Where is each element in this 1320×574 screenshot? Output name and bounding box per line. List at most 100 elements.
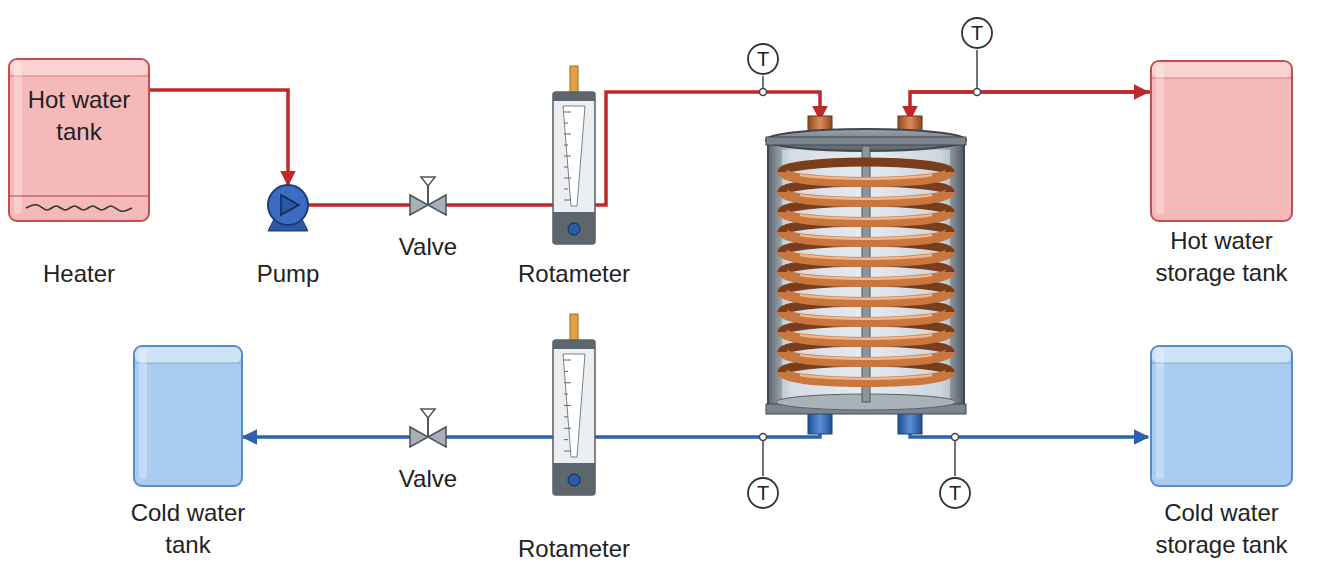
cold-outlet-port: [898, 412, 922, 434]
sensor-circle: [748, 478, 778, 508]
coil-turn-front: [782, 272, 950, 282]
tank-water-surface: [135, 347, 241, 363]
sensor-circle: [962, 18, 992, 48]
junction-dot: [952, 434, 959, 441]
sensor-circle: [748, 44, 778, 74]
coil-highlight: [800, 335, 932, 339]
tank-label: Hot water tank: [8, 84, 150, 149]
coil-turn-back: [782, 162, 950, 172]
coil-highlight: [800, 275, 932, 279]
cold-return-pipe: [595, 430, 820, 437]
cold-pipes: [595, 430, 1148, 437]
scale-tick: [564, 200, 571, 201]
coil-highlight: [800, 235, 932, 239]
coil-highlight: [800, 315, 932, 319]
scale-tick: [564, 134, 571, 135]
tank-shape: [1150, 60, 1293, 222]
tank-water-surface: [1152, 62, 1291, 78]
coil-highlight: [800, 295, 932, 299]
rotameter: Rotameter: [553, 340, 595, 495]
sensor-letter: T: [961, 17, 993, 49]
scale-tick: [564, 189, 568, 190]
heater-plate: [10, 195, 148, 196]
tank-shape: [1150, 345, 1293, 487]
tank-shape: [133, 345, 243, 487]
junction-dot: [760, 89, 767, 96]
valve-handle: [421, 409, 435, 418]
rotameter-tube: [563, 354, 585, 457]
temperature-sensor: T: [961, 17, 993, 49]
scale-tick: [564, 167, 568, 168]
hot-outlet-pipe-port: [910, 92, 1150, 120]
pump-shape: [268, 185, 308, 225]
pipe-connector: [308, 203, 410, 207]
water-line: [135, 363, 241, 364]
tank-water-surface: [10, 60, 148, 76]
coil-highlight: [800, 355, 932, 359]
scale-tick: [564, 428, 571, 429]
rotameter-cap: [553, 340, 595, 349]
tank: Hot water tankHeater: [8, 58, 150, 222]
tank-highlight: [14, 62, 22, 214]
tank-body: [1151, 61, 1292, 221]
rotameter-frame: [553, 340, 595, 495]
scale-tick: [564, 405, 571, 406]
junction-dots: [760, 89, 981, 441]
pipe-connector: [150, 90, 288, 185]
part-label: Rotameter: [499, 258, 649, 290]
tank-body: [1151, 346, 1292, 486]
tank-body: [9, 59, 149, 221]
rotameter-rod: [570, 314, 578, 342]
hot-outlet-pipe: [910, 90, 1148, 94]
valve-body: [410, 195, 446, 215]
valve-body: [410, 427, 446, 447]
junction-dot: [974, 89, 981, 96]
pump-body: [268, 185, 308, 225]
pump: Pump: [268, 185, 308, 225]
scale-tick: [564, 145, 568, 146]
coil-turn-front: [782, 192, 950, 202]
temperature-sensor: T: [939, 477, 971, 509]
scale-tick: [564, 439, 568, 440]
temperature-sensor: T: [747, 43, 779, 75]
valve-shape: [410, 427, 446, 447]
valve-shape: [410, 195, 446, 215]
coil-turn-front: [782, 172, 950, 182]
copper-coil: [782, 162, 950, 382]
part-label: Cold water storage tank: [1137, 497, 1307, 562]
part-label: Heater: [9, 258, 149, 290]
coil-highlight: [800, 175, 932, 179]
rotameter-float: [568, 223, 580, 235]
rotameter-base: [553, 212, 595, 244]
part-label: Cold water tank: [113, 497, 263, 562]
junction-dot: [760, 434, 767, 441]
heat-exchanger: [766, 116, 966, 434]
coil-turn-front: [782, 312, 950, 322]
tank-highlight: [1156, 349, 1164, 479]
rotameter-frame: [553, 92, 595, 244]
valve-stem: [427, 417, 429, 437]
tank: Cold water storage tank: [1150, 345, 1293, 487]
coil-highlight: [800, 215, 932, 219]
scale-tick: [564, 360, 571, 361]
scale-tick: [564, 371, 568, 372]
part-label: Valve: [378, 463, 478, 495]
scale-tick: [564, 382, 571, 383]
coil-turn-front: [782, 232, 950, 242]
rotameter-float: [568, 474, 580, 486]
shell-body: [768, 140, 964, 412]
pipe-connector: [243, 435, 410, 439]
rotameter-shape: [553, 92, 595, 244]
pipe-connector: [446, 203, 553, 207]
coil-highlight: [800, 375, 932, 379]
water-line: [10, 76, 148, 77]
scale-tick: [564, 416, 568, 417]
pump-arrow: [281, 195, 299, 215]
part-label: Rotameter: [499, 533, 649, 565]
top-flange: [766, 137, 966, 145]
valve-handle: [421, 177, 435, 186]
rotameter-base: [553, 463, 595, 495]
